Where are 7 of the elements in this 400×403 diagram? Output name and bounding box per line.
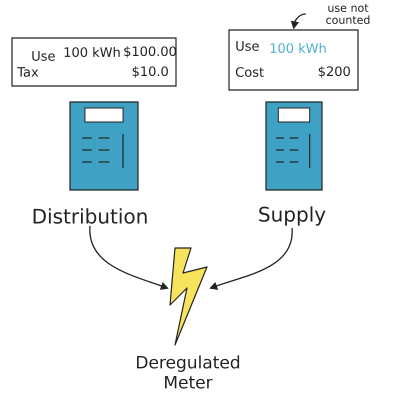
bill-box: Use 100 kWh $100.00 Tax $10.0 (11, 37, 177, 87)
lightning-bolt (169, 247, 208, 346)
annotation-text: use not counted (326, 4, 370, 24)
caption-text: Deregulated Meter (137, 355, 240, 389)
bill-box: Use 100 kWh Cost $200 (228, 29, 359, 91)
node-label: Supply (259, 206, 326, 226)
node-label: Distribution (34, 208, 147, 224)
